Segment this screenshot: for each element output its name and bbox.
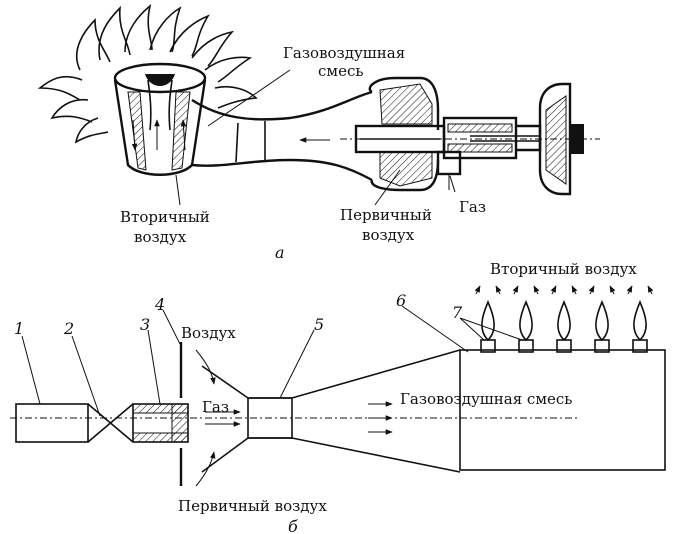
flame-5	[626, 285, 654, 353]
flame-4	[588, 285, 616, 353]
label-secondary-air-b: Вторичный воздух	[490, 260, 637, 278]
venturi	[201, 349, 461, 473]
label-gas-b: Газ	[202, 398, 229, 416]
flame-2	[512, 285, 540, 353]
label-gas-air-mix-b: Газовоздушная смесь	[400, 390, 572, 408]
label-gas-a: Газ	[459, 198, 486, 216]
control-knob	[538, 82, 584, 196]
flame-3	[550, 285, 578, 353]
flow-arrows	[195, 349, 393, 487]
caption-b: б	[288, 517, 298, 534]
flame-1	[474, 285, 502, 353]
label-gas-air-mix-line1: Газовоздушная	[283, 44, 405, 62]
label-primary-air-line2: воздух	[362, 226, 415, 244]
label-secondary-air-line2: воздух	[134, 228, 187, 246]
num-3: 3	[140, 315, 150, 334]
primary-air-chamber	[368, 76, 440, 192]
diagram-a: Газовоздушная смесь Вторичный воздух Пер…	[37, 3, 600, 262]
label-air: Воздух	[181, 324, 236, 342]
burner-head	[113, 62, 207, 176]
manifold	[459, 349, 666, 471]
label-gas-air-mix-line2: смесь	[318, 62, 364, 80]
leader-gas-a	[449, 175, 456, 193]
mixing-tube	[191, 90, 373, 182]
leader-primary-air-a	[374, 169, 401, 206]
burner-ports	[474, 285, 654, 353]
num-2: 2	[63, 319, 74, 338]
num-7: 7	[452, 303, 463, 322]
label-primary-air-b: Первичный воздух	[178, 497, 327, 515]
num-4: 4	[154, 295, 165, 314]
num-6: 6	[396, 291, 406, 310]
label-primary-air-line1: Первичный	[340, 206, 432, 224]
leader-gas-air-mix-a	[207, 69, 291, 127]
nozzle	[132, 403, 189, 443]
diagram-b: Вторичный воздух Воздух Газ Газовоздушна…	[10, 260, 666, 534]
flame-crown	[37, 3, 258, 144]
leader-secondary-air-a	[175, 174, 181, 206]
num-1: 1	[14, 319, 24, 338]
valve	[87, 403, 134, 443]
caption-a: а	[275, 243, 285, 262]
num-5: 5	[314, 315, 324, 334]
gas-pipe	[15, 403, 89, 443]
number-leaders	[21, 305, 523, 417]
label-secondary-air-line1: Вторичный	[120, 208, 210, 226]
